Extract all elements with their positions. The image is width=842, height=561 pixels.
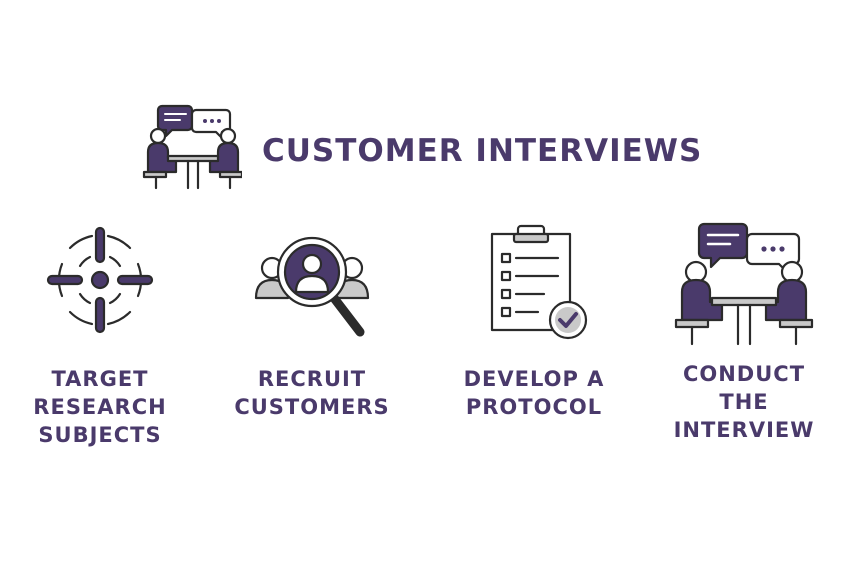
page-title: CUSTOMER INTERVIEWS (262, 133, 703, 169)
step-protocol: DEVELOP A PROTOCOL (444, 220, 624, 419)
interview-table-icon (142, 104, 242, 190)
clipboard-checklist-icon (490, 224, 588, 340)
target-crosshair-icon (46, 226, 154, 334)
step-label: DEVELOP A PROTOCOL (463, 367, 605, 419)
step-recruit: RECRUIT CUSTOMERS (222, 220, 402, 419)
step-target: TARGET RESEARCH SUBJECTS (10, 220, 190, 447)
step-label: CONDUCT THE INTERVIEW (673, 362, 815, 442)
step-conduct: CONDUCT THE INTERVIEW (654, 220, 834, 442)
magnifier-people-icon (254, 236, 370, 337)
step-label: TARGET RESEARCH SUBJECTS (33, 367, 167, 447)
interview-table-icon (674, 222, 814, 346)
step-label: RECRUIT CUSTOMERS (234, 367, 390, 419)
